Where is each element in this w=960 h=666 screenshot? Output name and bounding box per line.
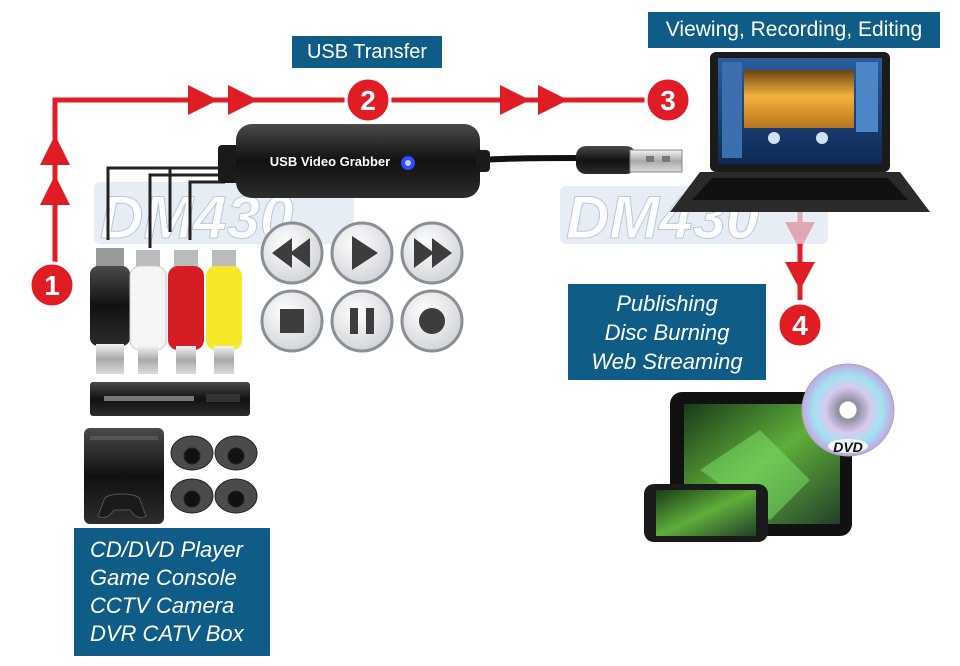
output-uses-label: Publishing Disc Burning Web Streaming [568, 284, 766, 380]
step-3-marker: 3 [644, 76, 692, 124]
step-2-number: 2 [360, 85, 376, 116]
usb-cable [477, 155, 581, 163]
path-source-to-usb [52, 97, 250, 270]
dvd-disc-icon: DVD [801, 363, 895, 457]
pause-icon [330, 289, 394, 353]
stop-icon [260, 289, 324, 353]
output-item: Web Streaming [591, 348, 743, 374]
source-item: CCTV Camera [90, 593, 235, 618]
game-console-icon [84, 428, 164, 524]
fast-forward-icon [400, 221, 464, 285]
cctv-camera-4 [214, 478, 258, 514]
play-icon [330, 221, 394, 285]
dvd-logo: DVD [833, 439, 863, 455]
source-devices-label: CD/DVD Player Game Console CCTV Camera D… [74, 528, 270, 656]
dvd-player-icon [90, 382, 250, 416]
arrowhead-right-1 [188, 85, 218, 115]
output-item: Publishing [616, 290, 718, 316]
arrowhead-right-4 [538, 85, 568, 115]
usb-plug [576, 146, 683, 174]
media-controls [260, 221, 464, 353]
phone-icon [644, 484, 768, 542]
arrowhead-up-2 [40, 175, 70, 205]
usb-transfer-label: USB Transfer [292, 36, 442, 68]
step-4-marker: 4 [776, 301, 824, 349]
svideo-connector [90, 248, 130, 374]
device-label: USB Video Grabber [270, 154, 390, 169]
cctv-camera-1 [170, 435, 214, 471]
source-item: CD/DVD Player [90, 537, 243, 562]
rca-white-connector [129, 250, 167, 374]
arrowhead-down-2 [785, 262, 815, 290]
step-1-number: 1 [44, 270, 60, 301]
arrowhead-right-3 [500, 85, 530, 115]
cctv-camera-icons [170, 435, 258, 514]
av-cables [106, 166, 230, 248]
step-2-marker: 2 [344, 76, 392, 124]
av-connectors [90, 248, 242, 374]
output-item: Disc Burning [604, 319, 730, 345]
arrowhead-up-1 [40, 135, 70, 165]
cctv-camera-3 [170, 478, 214, 514]
usb-transfer-text: USB Transfer [306, 40, 428, 63]
source-item: DVR CATV Box [90, 621, 244, 646]
laptop-icon [670, 52, 930, 212]
rca-red-connector [168, 250, 204, 374]
rca-yellow-connector [206, 250, 242, 374]
cctv-camera-2 [214, 435, 258, 471]
arrowhead-right-2 [228, 85, 258, 115]
step-4-number: 4 [792, 310, 808, 341]
step-1-marker: 1 [28, 261, 76, 309]
source-item: Game Console [90, 565, 237, 590]
usb-video-grabber: USB Video Grabber [106, 124, 581, 248]
viewing-label: Viewing, Recording, Editing [648, 12, 940, 48]
record-icon [400, 289, 464, 353]
step-3-number: 3 [660, 85, 676, 116]
rewind-icon [260, 221, 324, 285]
viewing-text: Viewing, Recording, Editing [665, 18, 923, 41]
